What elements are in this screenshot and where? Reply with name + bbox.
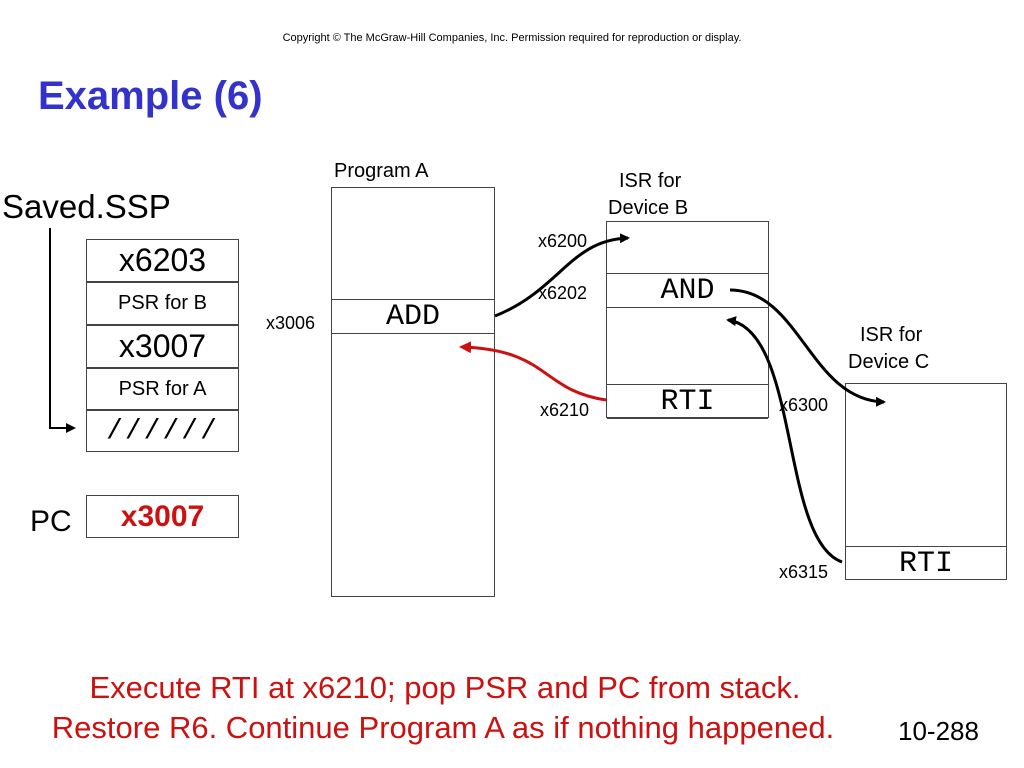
stack-cell: ////// bbox=[86, 410, 239, 452]
isr-b-and-address: x6202 bbox=[538, 283, 588, 303]
stack-cell: PSR for B bbox=[86, 282, 239, 325]
program-a-address: x3006 bbox=[266, 313, 316, 333]
isr-c-rti-instruction: RTI bbox=[846, 546, 1006, 581]
stack-cell: x3007 bbox=[86, 325, 239, 368]
isr-b-and-instruction: AND bbox=[607, 273, 768, 308]
stack-cell: x6203 bbox=[86, 239, 239, 282]
return-to-program-a-arrow bbox=[459, 341, 607, 402]
isr-c-start-address: x6300 bbox=[779, 395, 829, 415]
isr-b-rti-instruction: RTI bbox=[607, 384, 768, 419]
isr-b-title-line1: ISR for bbox=[619, 170, 682, 192]
pc-label: PC bbox=[30, 505, 72, 538]
stack-cell: PSR for A bbox=[86, 368, 239, 410]
saved-ssp-label: Saved.SSP bbox=[2, 188, 171, 225]
isr-c-title-line2: Device C bbox=[848, 351, 930, 373]
isr-c-memory: RTI bbox=[845, 383, 1007, 581]
program-a-title: Program A bbox=[334, 160, 429, 182]
isr-b-start-address: x6200 bbox=[538, 231, 588, 251]
page-number: 10-288 bbox=[898, 716, 979, 746]
program-a-memory: ADD bbox=[331, 187, 495, 597]
caption-line-1: Execute RTI at x6210; pop PSR and PC fro… bbox=[89, 670, 801, 705]
interrupt-b-arrow bbox=[494, 233, 630, 318]
isr-b-rti-address: x6210 bbox=[540, 400, 590, 420]
slide-title: Example (6) bbox=[38, 74, 263, 118]
ssp-pointer-arrow bbox=[49, 228, 76, 433]
caption-line-2: Restore R6. Continue Program A as if not… bbox=[51, 710, 835, 745]
return-to-isr-b-arrow bbox=[726, 316, 843, 564]
interrupt-c-arrow bbox=[729, 288, 886, 407]
isr-c-rti-address: x6315 bbox=[779, 562, 829, 582]
pc-register: x3007 bbox=[86, 495, 239, 538]
pc-value: x3007 bbox=[120, 499, 205, 533]
isr-c-title-line1: ISR for bbox=[860, 324, 923, 346]
copyright-notice: Copyright © The McGraw-Hill Companies, I… bbox=[282, 32, 742, 44]
isr-b-title-line2: Device B bbox=[608, 197, 689, 219]
isr-b-memory: AND RTI bbox=[606, 221, 769, 419]
program-a-add-instruction: ADD bbox=[332, 299, 494, 334]
